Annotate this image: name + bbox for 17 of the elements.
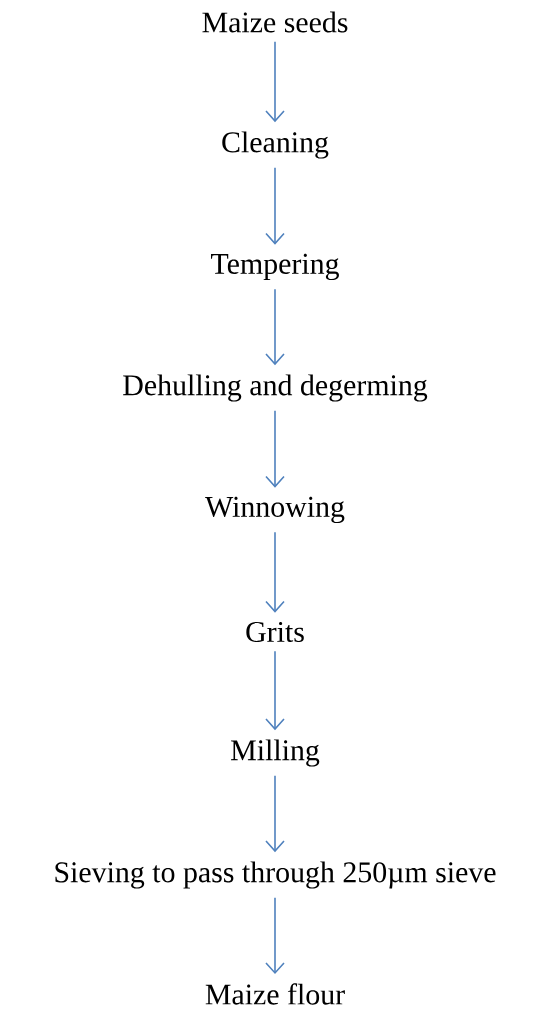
step-label: Sieving to pass through 250µm sieve — [55, 861, 496, 889]
arrow — [265, 288, 285, 366]
arrow — [265, 40, 285, 123]
step-label: Grits — [246, 621, 304, 643]
step-label: Milling — [231, 739, 320, 767]
step-label: Maize flour — [205, 983, 345, 1005]
arrow — [265, 650, 285, 731]
step-label: Cleaning — [222, 131, 329, 159]
step-label: Maize seeds — [202, 11, 348, 33]
arrow — [265, 167, 285, 245]
step-label: Tempering — [211, 253, 339, 281]
step-label: Winnowing — [205, 496, 345, 524]
arrow — [265, 897, 285, 975]
arrow — [265, 410, 285, 488]
arrow — [265, 531, 285, 613]
step-label: Dehulling and degerming — [123, 374, 428, 402]
arrow — [265, 775, 285, 853]
